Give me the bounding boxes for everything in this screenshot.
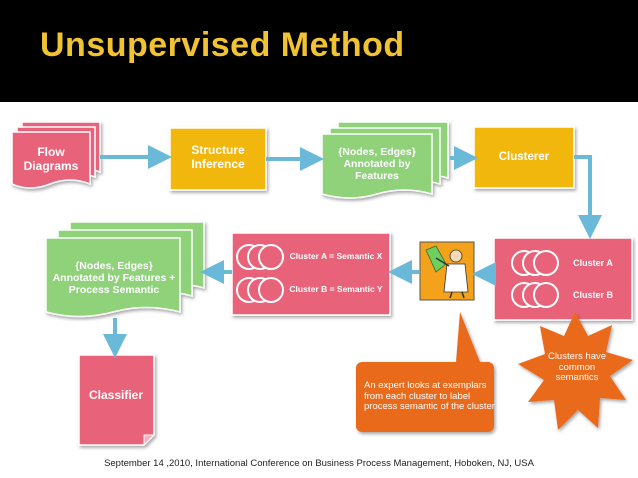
expert-callout-shape (356, 312, 494, 432)
cluster-b-semantic-label: Cluster B = Semantic Y (289, 284, 383, 295)
structure-inference-label: Structure Inference (191, 143, 245, 171)
cluster-a-circles (511, 250, 559, 276)
slide-header: Unsupervised Method (0, 0, 638, 102)
expert-callout-text: An expert looks at exemplars from each c… (364, 379, 495, 413)
arrow-clusterer-to-clusters (574, 155, 602, 239)
cluster-y-circles (236, 277, 284, 303)
expert-presenter-icon (419, 241, 475, 301)
slide-footer: September 14 ,2010, International Confer… (104, 458, 534, 469)
flow-diagrams-label: Flow Diagrams (23, 145, 79, 173)
annotated-nodes-label: {Nodes, Edges} Annotated by Features (338, 145, 416, 183)
clusterer-box (473, 126, 575, 189)
flow-diagrams-stack (11, 121, 101, 189)
flow-arrows (100, 145, 602, 358)
clusters-box (493, 237, 633, 321)
cluster-a-semantic-label: Cluster A = Semantic X (289, 251, 383, 262)
annotated-nodes-stack (321, 121, 449, 199)
classifier-label: Classifier (88, 388, 144, 403)
clusters-common-text: Clusters have common semantics (547, 350, 607, 384)
slide-title: Unsupervised Method (40, 26, 405, 64)
cluster-a-label: Cluster A (573, 257, 613, 268)
cluster-x-circles (236, 244, 284, 270)
clusters-starburst (518, 312, 633, 430)
cluster-b-circles (511, 282, 559, 308)
annotated-process-label: {Nodes, Edges} Annotated by Features + P… (52, 259, 176, 297)
cluster-b-label: Cluster B (572, 289, 613, 300)
clusterer-label: Clusterer (498, 151, 550, 164)
annotated-process-stack (45, 221, 205, 318)
